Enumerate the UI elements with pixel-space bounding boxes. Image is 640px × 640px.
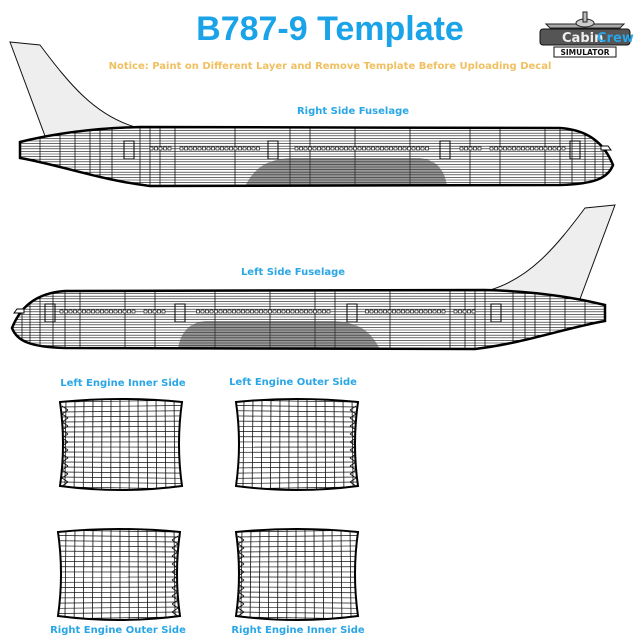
- left-engine-outer-panel: [236, 398, 358, 490]
- right-side-fuselage: [0, 42, 640, 200]
- right-engine-outer-panel: [58, 528, 180, 620]
- left-engine-inner-panel: [60, 398, 182, 490]
- svg-text:Cabin: Cabin: [562, 31, 603, 46]
- left-side-fuselage: [0, 205, 625, 363]
- svg-text:SIMULATOR: SIMULATOR: [560, 48, 609, 57]
- right-engine-inner-label: Right Engine Inner Side: [231, 625, 365, 636]
- left-engine-outer-label: Left Engine Outer Side: [229, 377, 357, 388]
- cabin-crew-simulator-logo: Cabin Crew SIMULATOR: [539, 11, 634, 58]
- left-fuselage-label: Left Side Fuselage: [240, 267, 346, 278]
- left-engine-inner-label: Left Engine Inner Side: [60, 378, 186, 389]
- svg-text:Crew: Crew: [597, 31, 634, 46]
- right-engine-inner-panel: [236, 528, 358, 620]
- right-engine-outer-label: Right Engine Outer Side: [50, 625, 186, 636]
- notice-text: Notice: Paint on Different Layer and Rem…: [108, 61, 552, 72]
- page-title: B787-9 Template: [196, 10, 464, 48]
- right-fuselage-label: Right Side Fuselage: [296, 106, 410, 117]
